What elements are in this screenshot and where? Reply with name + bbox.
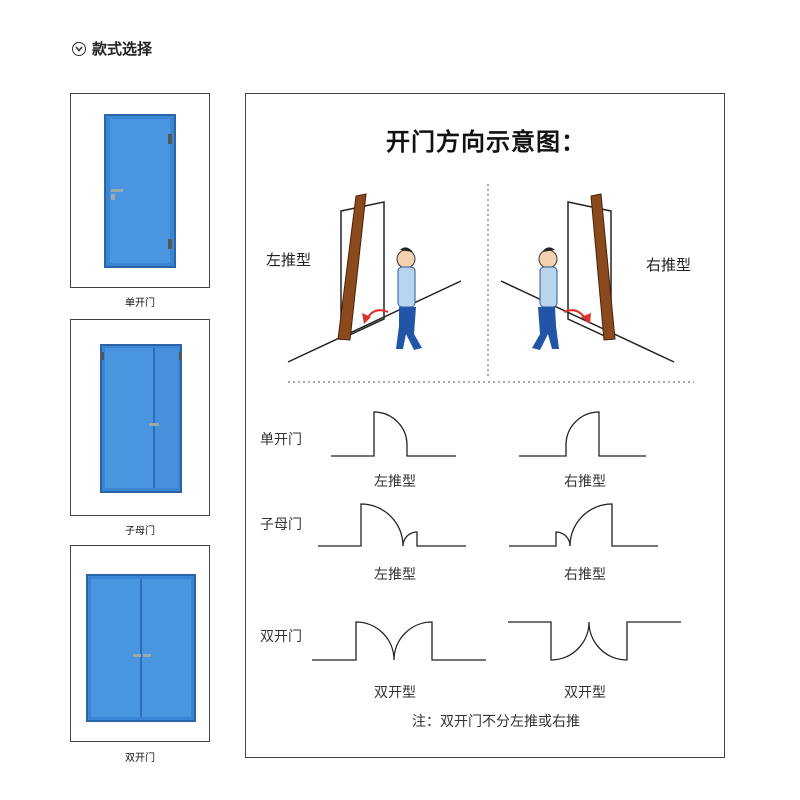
row-double-left-caption: 双开型 (374, 685, 416, 701)
right-push-scene (500, 193, 675, 363)
thumbnail-label-mother-child: 子母门 (125, 526, 155, 537)
row-mother-child-right-caption: 右推型 (564, 567, 606, 583)
diagram-title: 开门方向示意图： (386, 128, 586, 156)
diagram-note: 注：双开门不分左推或右推 (412, 714, 580, 730)
row-single-right-caption: 右推型 (564, 474, 606, 490)
thumbnail-label-single: 单开门 (125, 298, 155, 309)
row-double-right-caption: 双开型 (564, 685, 606, 701)
row-double-left-symbol (312, 621, 486, 661)
row-label-single: 单开门 (260, 432, 302, 448)
row-single-left-symbol (331, 411, 456, 457)
row-label-mother-child: 子母门 (260, 517, 302, 533)
chevron-down-icon (72, 41, 86, 56)
door-direction-diagram: 开门方向示意图： 左推型 右推型 单开门 左推型 右推型 子母门 左推型 右推型… (245, 93, 725, 758)
row-mother-child-left-caption: 左推型 (374, 567, 416, 583)
thumbnail-single-door[interactable] (70, 93, 210, 288)
double-door-image (86, 574, 196, 722)
row-single-right-symbol (519, 411, 646, 457)
row-mother-child-left-symbol (318, 503, 466, 547)
row-label-double: 双开门 (260, 629, 302, 645)
thumbnail-mother-child-door[interactable] (70, 319, 210, 516)
row-single-left-caption: 左推型 (374, 474, 416, 490)
section-header[interactable]: 款式选择 (72, 38, 152, 59)
scene-left-label: 左推型 (266, 251, 312, 269)
thumbnail-label-double: 双开门 (125, 753, 155, 764)
row-double-right-symbol (508, 621, 681, 661)
diagram-drawing (287, 184, 694, 661)
single-door-image (104, 114, 176, 268)
thumbnail-double-door[interactable] (70, 545, 210, 742)
section-title: 款式选择 (92, 40, 153, 58)
row-mother-child-right-symbol (509, 503, 658, 547)
scene-right-label: 右推型 (646, 256, 692, 274)
left-push-scene (287, 193, 462, 363)
mother-child-door-image (100, 344, 182, 493)
